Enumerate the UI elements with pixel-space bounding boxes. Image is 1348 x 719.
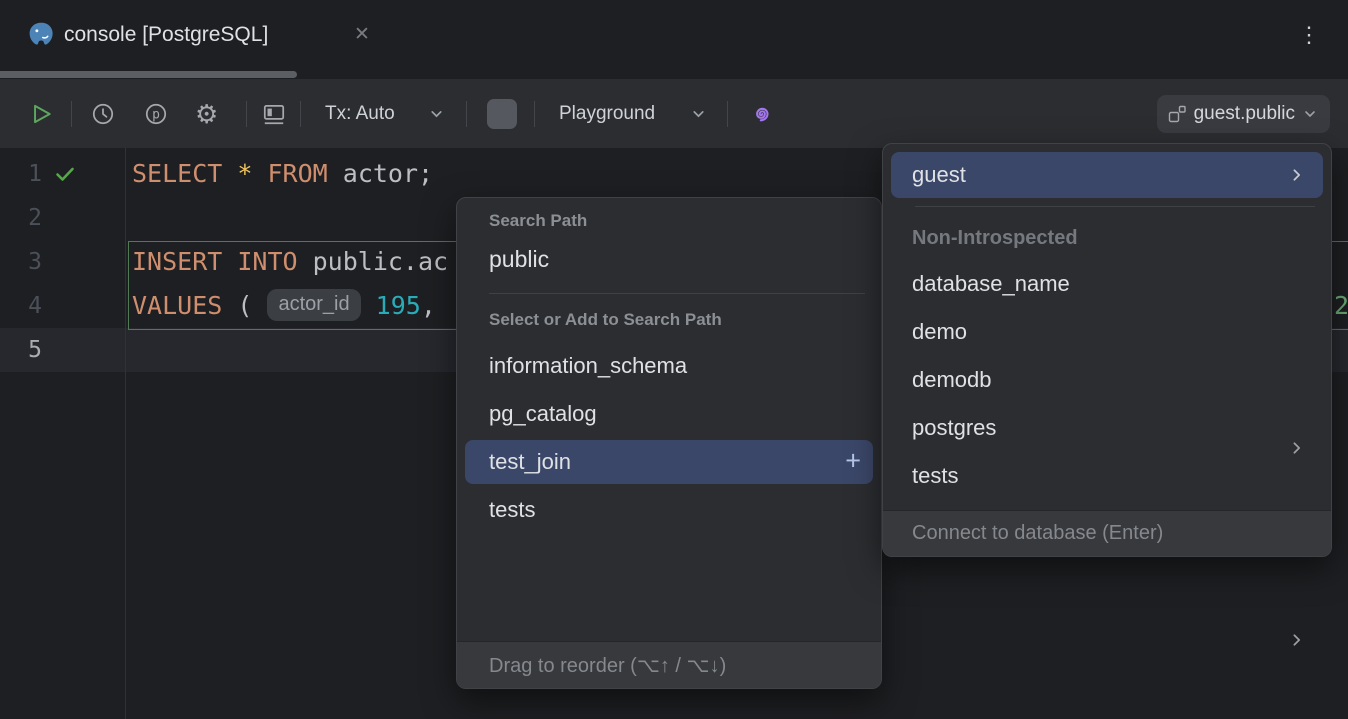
parameters-icon[interactable]: p xyxy=(143,101,169,127)
tab-title[interactable]: console [PostgreSQL] xyxy=(64,23,269,46)
current-search-path[interactable]: public xyxy=(489,246,550,272)
code-line-4: VALUES ( actor_id 195, xyxy=(132,284,436,328)
toolbar-separator xyxy=(300,100,301,127)
schema-dropdown-popup: guest Non-Introspected database_name dem… xyxy=(882,143,1332,646)
connect-to-database-hint: Connect to database (Enter) xyxy=(883,510,1331,556)
list-item-database-name[interactable]: database_name xyxy=(912,271,1070,296)
toolbar-separator xyxy=(466,100,467,127)
drag-to-reorder-hint: Drag to reorder (⌥↑ / ⌥↓) xyxy=(457,641,881,688)
in-editor-results-icon[interactable] xyxy=(261,101,287,127)
line-number: 3 xyxy=(28,249,42,275)
sql-text: actor; xyxy=(327,159,434,188)
sql-keyword: SELECT xyxy=(132,159,223,188)
sql-text: public.ac xyxy=(297,247,449,276)
tab-bar: console [PostgreSQL] ✕ ⋮ xyxy=(0,0,1348,78)
chevron-down-icon xyxy=(1305,110,1315,117)
divider xyxy=(915,206,1315,207)
code-line-4-overflow: 20 xyxy=(1334,291,1348,320)
gutter-separator xyxy=(125,148,126,719)
console-toolbar: p ⚙ Tx: Auto Playground guest.public xyxy=(0,79,1348,148)
sql-keyword: FROM xyxy=(267,159,328,188)
non-introspected-section-title: Non-Introspected xyxy=(912,227,1078,249)
search-path-section-title: Select or Add to Search Path xyxy=(489,310,722,329)
selected-database-label: guest xyxy=(912,162,966,187)
sql-keyword: INSERT INTO xyxy=(132,247,298,276)
sql-number: 195 xyxy=(360,291,421,320)
sql-keyword: VALUES xyxy=(132,291,223,320)
schema-icon xyxy=(1168,105,1186,122)
chevron-down-icon[interactable] xyxy=(690,105,707,122)
parameter-hint-chip: actor_id xyxy=(267,289,361,321)
list-item-demodb[interactable]: demodb xyxy=(912,367,992,392)
playground-dropdown[interactable]: Playground xyxy=(559,102,656,124)
chevron-right-icon xyxy=(1293,634,1301,646)
list-item-tests[interactable]: tests xyxy=(489,497,536,522)
selected-database-row[interactable]: guest xyxy=(891,152,1323,198)
search-path-popup: Search Path public Select or Add to Sear… xyxy=(456,197,882,689)
divider xyxy=(489,293,865,294)
toolbar-separator xyxy=(727,100,728,127)
tab-close-icon[interactable]: ✕ xyxy=(354,24,370,45)
settings-gear-icon[interactable]: ⚙ xyxy=(195,98,219,129)
toolbar-separator xyxy=(71,100,72,127)
chevron-right-icon xyxy=(1293,442,1301,454)
schema-selector-button[interactable]: guest.public xyxy=(1156,94,1330,133)
line-number: 4 xyxy=(28,293,42,319)
list-item-tests[interactable]: tests xyxy=(912,463,959,488)
run-button[interactable] xyxy=(28,101,54,127)
sql-asterisk: * xyxy=(237,159,253,188)
stop-button[interactable] xyxy=(487,98,517,129)
chevron-right-icon xyxy=(1293,169,1301,181)
options-menu-icon[interactable]: ⋮ xyxy=(1298,22,1320,47)
statement-executed-check-icon xyxy=(56,167,74,181)
history-icon[interactable] xyxy=(90,101,116,127)
ai-assistant-icon[interactable] xyxy=(748,101,774,127)
tx-mode-dropdown[interactable]: Tx: Auto xyxy=(325,102,395,124)
line-number: 2 xyxy=(28,205,42,231)
tab-strip-scrollbar[interactable] xyxy=(0,71,297,78)
postgresql-icon xyxy=(29,22,53,45)
sql-text: , xyxy=(420,291,436,320)
code-line-3: INSERT INTO public.ac xyxy=(132,240,448,284)
search-path-title: Search Path xyxy=(489,211,588,230)
toolbar-separator xyxy=(534,100,535,127)
schema-selector-label: guest.public xyxy=(1193,102,1295,124)
list-item-information-schema[interactable]: information_schema xyxy=(489,353,688,378)
list-item-postgres[interactable]: postgres xyxy=(912,415,997,440)
list-item-test-join-selected[interactable]: test_join xyxy=(489,449,571,474)
list-item-pg-catalog[interactable]: pg_catalog xyxy=(489,401,597,426)
line-number-active: 5 xyxy=(28,337,42,363)
svg-text:p: p xyxy=(152,107,160,122)
add-to-search-path-icon[interactable]: + xyxy=(845,445,861,476)
code-line-1: SELECT * FROM actor; xyxy=(132,152,433,196)
chevron-down-icon[interactable] xyxy=(428,105,445,122)
space xyxy=(252,159,267,188)
sql-text: ( xyxy=(222,291,268,320)
space xyxy=(222,159,237,188)
list-item-demo[interactable]: demo xyxy=(912,319,968,344)
selected-item-highlight xyxy=(465,440,873,484)
toolbar-separator xyxy=(246,100,247,127)
line-number: 1 xyxy=(28,161,42,187)
